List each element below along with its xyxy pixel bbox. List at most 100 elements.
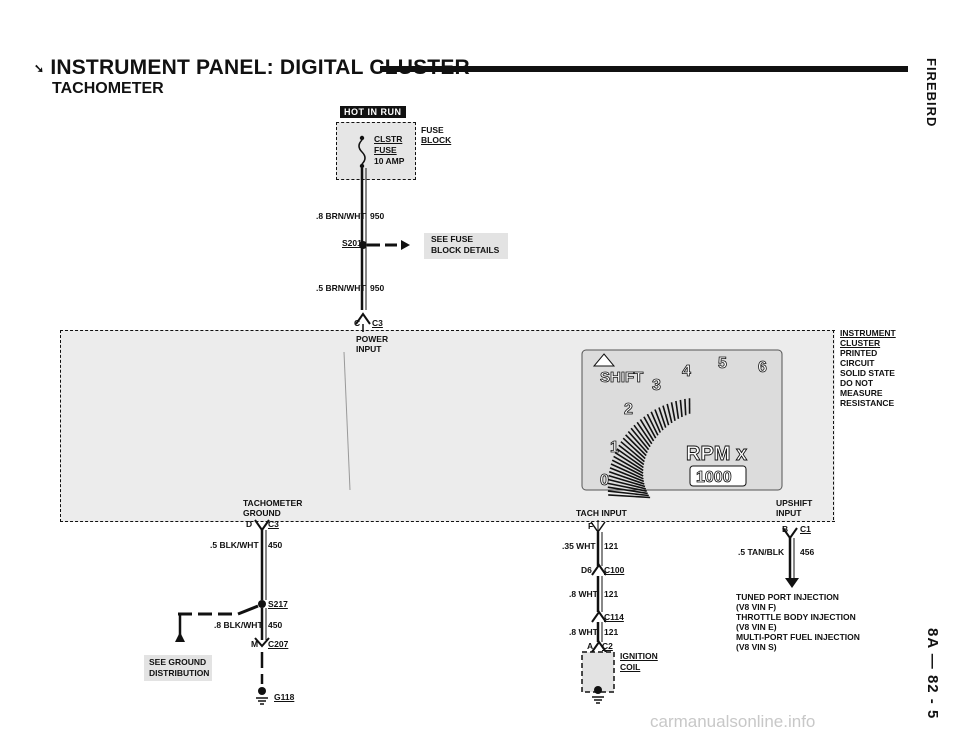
ignition-coil-icon xyxy=(581,651,615,704)
tach-bar-segment xyxy=(609,467,645,483)
tach-bar-segment xyxy=(630,427,650,451)
tach-input: TACH INPUT xyxy=(576,508,627,518)
see-ground-line2: DISTRIBUTION xyxy=(149,668,210,678)
fuse-symbol-icon xyxy=(358,135,366,169)
cluster-desc-line: PRINTED xyxy=(840,348,878,358)
tach-ground-2: GROUND xyxy=(243,508,281,518)
tach-bar-segment xyxy=(611,459,644,477)
tach-bar-segment xyxy=(610,463,644,480)
engine-note-line: THROTTLE BODY INJECTION xyxy=(736,612,856,622)
wire-circuit-950a: 950 xyxy=(370,211,385,221)
power-input-trace xyxy=(343,351,351,491)
connector-c114-icon xyxy=(591,610,607,623)
wire-456 xyxy=(785,538,799,588)
wire-circuit-950b: 950 xyxy=(370,283,385,293)
cluster-desc-line: MEASURE xyxy=(840,388,883,398)
wire-label-450a: .5 BLK/WHT xyxy=(210,540,259,550)
see-fuse-line2: BLOCK DETAILS xyxy=(431,245,500,255)
ground-g118-icon xyxy=(256,687,268,705)
numeral-3: 3 xyxy=(652,377,661,394)
conn-c2: C2 xyxy=(602,641,613,651)
wire-label-121a: .35 WHT xyxy=(562,541,596,551)
engine-note-line: (V8 VIN S) xyxy=(736,642,777,652)
connector-c207-icon xyxy=(254,637,270,684)
numeral-6: 6 xyxy=(758,359,767,376)
numeral-1: 1 xyxy=(610,439,619,456)
page-number: 8A — 82 - 5 xyxy=(924,628,941,720)
engine-note-line: TUNED PORT INJECTION xyxy=(736,592,839,602)
connector-c100-icon xyxy=(591,563,607,576)
engine-note-line: (V8 VIN F) xyxy=(736,602,777,612)
tach-bar-segment xyxy=(684,398,687,416)
tachometer-display: SHIFT RPM x 1000 0 1 2 3 4 5 6 xyxy=(581,349,783,499)
splice-s201-icon xyxy=(359,240,410,250)
tach-bar-segment xyxy=(662,405,670,426)
wire-circuit-121b: 121 xyxy=(604,589,619,599)
tach-bar-segment xyxy=(607,490,649,497)
wire-label-950b: .5 BRN/WHT xyxy=(316,283,366,293)
wire-circuit-456: 456 xyxy=(800,547,815,557)
tach-bar-segment xyxy=(614,451,644,472)
page-subtitle: TACHOMETER xyxy=(52,80,164,97)
fuse-block-box xyxy=(336,122,416,180)
cluster-desc-line: CLUSTER xyxy=(840,338,881,348)
see-fuse-line1: SEE FUSE xyxy=(431,234,474,244)
numeral-2: 2 xyxy=(624,401,633,418)
connector-c2-icon xyxy=(591,640,607,653)
upshift-input-1: UPSHIFT xyxy=(776,498,813,508)
ignition-coil-label1: IGNITION xyxy=(620,651,658,661)
tach-bar-segment xyxy=(639,418,655,442)
wire-950 xyxy=(360,168,367,310)
see-fuse-note xyxy=(424,233,508,259)
tach-bar-segment xyxy=(607,482,647,492)
engine-note-line: MULTI-PORT FUEL INJECTION xyxy=(736,632,860,642)
power-input-2: INPUT xyxy=(356,344,382,354)
page-title: ➘ INSTRUMENT PANEL: DIGITAL CLUSTER xyxy=(34,56,470,79)
cluster-desc-line: RESISTANCE xyxy=(840,398,895,408)
conn-c207-pin: M xyxy=(251,639,259,649)
numeral-0: 0 xyxy=(600,472,609,489)
numeral-5: 5 xyxy=(718,355,727,372)
numeral-4: 4 xyxy=(682,363,691,380)
cluster-desc-line: DO NOT xyxy=(840,378,874,388)
tach-ground-1: TACHOMETER xyxy=(243,498,303,508)
engine-notes: TUNED PORT INJECTION (V8 VIN F) THROTTLE… xyxy=(736,592,860,652)
cluster-panel-edge xyxy=(833,330,834,520)
cluster-description: INSTRUMENT CLUSTER PRINTED CIRCUIT SOLID… xyxy=(840,328,896,408)
splice-s217: S217 xyxy=(268,599,288,609)
wire-label-121b: .8 WHT xyxy=(569,589,598,599)
wire-label-121c: .8 WHT xyxy=(569,627,598,637)
wire-label-950a: .8 BRN/WHT xyxy=(316,211,366,221)
wire-circuit-121c: 121 xyxy=(604,627,619,637)
connector-c1-icon xyxy=(782,527,798,540)
title-rule xyxy=(380,66,908,72)
connector-c3-bottom-icon xyxy=(254,519,270,532)
tach-bar-segment xyxy=(658,407,667,428)
bullet-icon: ➘ xyxy=(34,61,45,76)
conn-c3-bot: C3 xyxy=(268,519,279,529)
side-label: FIREBIRD xyxy=(924,58,939,128)
see-ground-note xyxy=(144,655,212,681)
conn-c3-bot-pin: D xyxy=(246,519,253,529)
tach-bar-segment xyxy=(646,413,659,436)
wire-circuit-450b: 450 xyxy=(268,620,283,630)
conn-c114: C114 xyxy=(604,612,624,622)
conn-c3-top: C3 xyxy=(372,318,383,328)
splice-s217-icon xyxy=(175,600,266,642)
fuse-name-2: FUSE xyxy=(374,145,397,155)
tach-bar-segment xyxy=(608,471,645,485)
conn-c1: C1 xyxy=(800,524,811,534)
upshift-input-2: INPUT xyxy=(776,508,802,518)
arrow-down-icon xyxy=(785,578,799,588)
tach-bar-segment xyxy=(622,437,646,460)
tach-bar-segment xyxy=(613,455,644,474)
cluster-desc-line: SOLID STATE xyxy=(840,368,895,378)
conn-c2-pin: A xyxy=(587,641,594,651)
wire-label-450b: .8 BLK/WHT xyxy=(214,620,263,630)
wire-450 xyxy=(260,530,267,640)
connector-tach-f-icon xyxy=(590,520,606,534)
tach-bar-segment xyxy=(607,478,646,490)
tach-bar-segment xyxy=(654,409,664,431)
hot-in-run-label: HOT IN RUN xyxy=(340,106,406,118)
